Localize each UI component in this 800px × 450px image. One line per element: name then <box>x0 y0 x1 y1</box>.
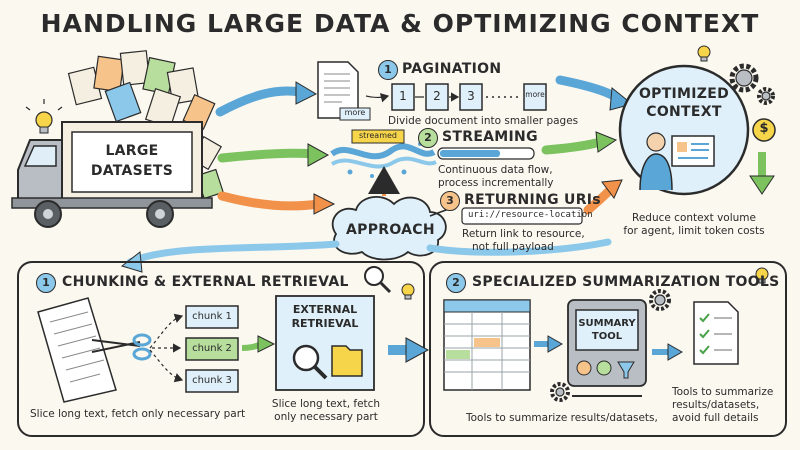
lightbulb-icon-top <box>697 45 711 62</box>
page-box-3: 3 <box>467 89 475 103</box>
stream-progress-bar <box>437 147 535 160</box>
summary-tool-line2: TOOL <box>591 331 623 342</box>
page-boxes <box>391 83 547 111</box>
chunking-number-badge: 1 <box>36 273 56 293</box>
summarization-desc-bottom: Tools to summarize results/datasets, <box>466 412 658 424</box>
page-box-1: 1 <box>399 89 407 103</box>
retrieval-label-line2: RETRIEVAL <box>291 317 359 330</box>
checklist-document-icon <box>693 301 739 365</box>
summarization-number-badge: 2 <box>446 273 466 293</box>
arrow-streaming-to-context <box>541 137 605 155</box>
long-document-icon <box>37 297 117 403</box>
streaming-desc-line1: Continuous data flow, <box>438 164 553 176</box>
summary-tool-line1: SUMMARY <box>578 318 636 329</box>
chunk-2: chunk 2 <box>192 343 232 354</box>
spreadsheet-icon <box>443 299 531 391</box>
optimized-context-circle <box>618 64 750 196</box>
summarization-panel <box>429 261 787 437</box>
summarization-desc-right-line1: Tools to summarize <box>672 386 774 398</box>
connector-swoop <box>126 240 340 266</box>
optimized-label-line1: OPTIMIZED <box>638 86 730 102</box>
chunk-1: chunk 1 <box>192 311 232 322</box>
down-arrow-icon <box>749 152 775 195</box>
uri-box <box>461 207 583 225</box>
gear-icon-machine <box>550 289 671 402</box>
truck-icon <box>11 50 224 228</box>
chunk-boxes <box>185 305 239 393</box>
optimized-desc-line2: for agent, limit token costs <box>623 225 765 237</box>
uri-value: uri://resource-location <box>468 210 593 220</box>
optimized-desc-line1: Reduce context volume <box>632 212 756 224</box>
retrieval-label-line1: EXTERNAL <box>292 303 358 316</box>
streaming-desc-line2: process incrementally <box>438 177 554 189</box>
summarization-desc-right-line2: results/datasets, <box>672 399 760 411</box>
optimized-label-line2: CONTEXT <box>646 104 722 120</box>
streaming-number-badge: 2 <box>418 128 438 148</box>
lightbulb-icon-summary <box>755 267 769 284</box>
chunk-3: chunk 3 <box>192 375 232 386</box>
stream-wave-icon <box>330 129 437 178</box>
chunking-desc-left: Slice long text, fetch only necessary pa… <box>30 408 246 420</box>
summarization-heading: SPECIALIZED SUMMARIZATION TOOLS <box>472 274 780 290</box>
uri-heading: RETURNING URIs <box>464 192 601 208</box>
gear-icon <box>729 63 775 105</box>
pagination-doc-more: more <box>344 108 366 117</box>
chunking-desc-mid-line2: only necessary part <box>274 411 378 423</box>
page-box-more: more <box>525 90 545 99</box>
truck-label-line2: DATASETS <box>90 163 174 179</box>
pagination-document-icon <box>317 61 371 121</box>
chunking-heading: CHUNKING & EXTERNAL RETRIEVAL <box>62 274 349 290</box>
magnifier-icon <box>364 266 392 294</box>
streamed-tag: streamed <box>358 131 398 140</box>
uri-desc-line1: Return link to resource, <box>462 228 585 240</box>
uri-number-badge: 3 <box>440 191 460 211</box>
arrow-to-pagination <box>215 86 305 117</box>
arrow-to-uri <box>217 191 323 211</box>
lightbulb-icon-chunking <box>401 283 415 300</box>
chunking-desc-mid-line1: Slice long text, fetch <box>271 398 381 410</box>
approach-label: APPROACH <box>346 222 435 238</box>
truck-label-line1: LARGE <box>105 143 159 159</box>
streaming-heading: STREAMING <box>442 129 538 145</box>
summary-tool-machine <box>567 299 647 397</box>
dollar-coin-icon <box>752 118 776 142</box>
arrow-to-streaming <box>217 148 317 163</box>
page-box-2: 2 <box>433 89 441 103</box>
document-pile-icon <box>67 50 224 200</box>
pagination-heading: PAGINATION <box>402 61 502 77</box>
dollar-sign: $ <box>759 121 769 136</box>
pagination-description: Divide document into smaller pages <box>388 115 579 127</box>
summarization-desc-right-line3: avoid full details <box>672 412 759 424</box>
uri-desc-line2: not full payload <box>472 241 554 253</box>
pagination-number-badge: 1 <box>378 60 398 80</box>
approach-cloud <box>331 196 447 261</box>
page-title: HANDLING LARGE DATA & OPTIMIZING CONTEXT <box>40 9 760 38</box>
scissors-icon <box>91 333 152 361</box>
lightbulb-icon <box>25 99 63 134</box>
external-retrieval-box <box>275 295 375 391</box>
